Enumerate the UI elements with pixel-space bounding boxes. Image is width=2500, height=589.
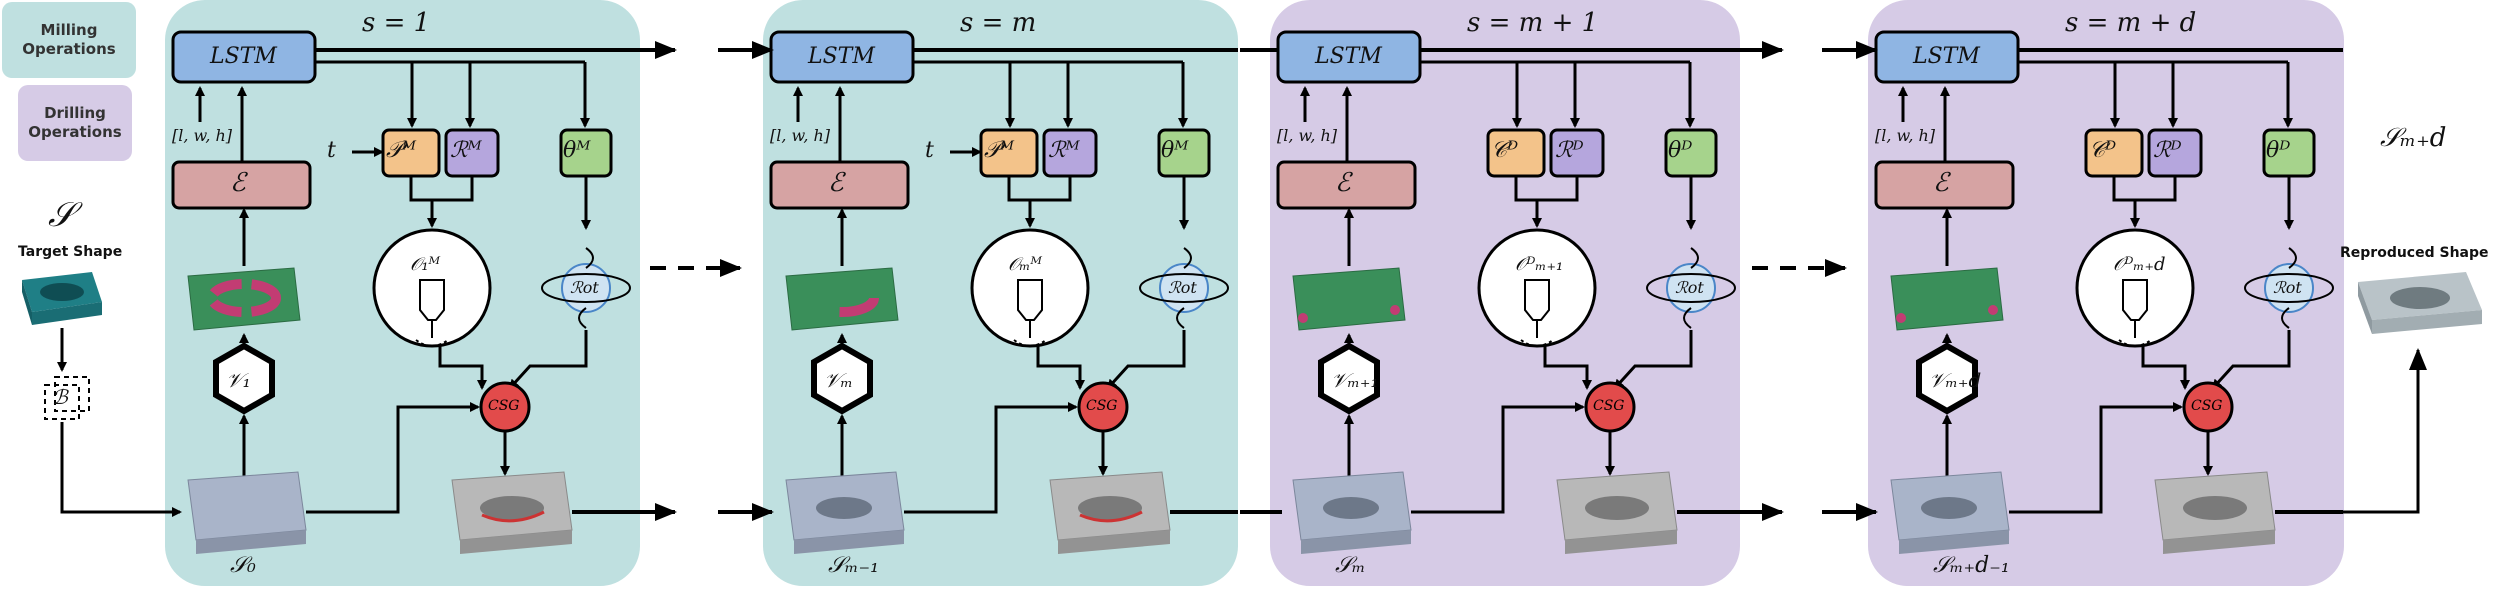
stage-1-pos-label: 𝒫ᴹ (386, 138, 417, 163)
legend-drilling: Drilling Operations (18, 85, 132, 161)
stage-3-csg-label: CSG (1593, 398, 1625, 414)
stage-2-enc-label: ℰ (828, 168, 844, 198)
voxel-hexagon (1318, 342, 1380, 415)
stage-4-shape_in-label: 𝒮ₘ₊d₋₁ (1933, 553, 2010, 578)
voxel-hexagon (213, 342, 275, 415)
lstm-box (1276, 30, 1422, 84)
stage-1-rot-label: ℛot (570, 278, 599, 297)
reproduced-shape-icon (2358, 272, 2482, 334)
output-symbol: 𝒮ₘ₊d (2380, 123, 2447, 153)
stage-2-pos-label: 𝒫ᴹ (984, 138, 1015, 163)
stage-2 (769, 30, 1238, 554)
stage-4-enc-label: ℰ (1933, 168, 1949, 198)
stage-4-pos-label: 𝒞ᴰ (2089, 138, 2117, 163)
stage-3-v-label: 𝒱ₘ₊₁ (1331, 368, 1379, 392)
stage-1-lstm-label: LSTM (210, 44, 277, 69)
lstm-box (171, 30, 317, 84)
stage-2-tool-label: 𝒪ₘᴹ (1008, 254, 1042, 275)
rotation-icon (1646, 273, 1736, 303)
stage-3-enc-label: ℰ (1335, 168, 1351, 198)
stage-2-t-label: t (925, 138, 934, 163)
stage-1-v-label: 𝒱₁ (226, 368, 251, 392)
voxel-plate (187, 267, 301, 331)
stage-3-dims-label: [l, w, h] (1277, 126, 1338, 145)
voxel-plate (785, 267, 899, 331)
input-symbol: 𝒮 (48, 195, 75, 235)
stage-3-rot-label: ℛot (1675, 278, 1704, 297)
rotation-icon (2244, 273, 2334, 303)
stage-1-enc-label: ℰ (230, 168, 246, 198)
voxel-hexagon (1916, 342, 1978, 415)
stage-3-title-label: s = m + 1 (1467, 8, 1599, 38)
stage-1-theta-label: θᴹ (563, 138, 591, 163)
stage-2-rad-label: ℛᴹ (1048, 138, 1080, 163)
stage-2-rot-label: ℛot (1168, 278, 1197, 297)
stage-2-theta-label: θᴹ (1161, 138, 1189, 163)
voxel-plate (1890, 267, 2004, 331)
stage-2-csg-label: CSG (1086, 398, 1118, 414)
stage-4-title-label: s = m + d (2065, 8, 2197, 38)
stage-1-csg-label: CSG (488, 398, 520, 414)
stage-4-tool-label: 𝒪ᴰₘ₊d (2113, 254, 2166, 275)
stage-4-dims-label: [l, w, h] (1875, 126, 1936, 145)
stage-4-rot-label: ℛot (2273, 278, 2302, 297)
stage-2-v-label: 𝒱ₘ (824, 368, 853, 392)
stage-3-lstm-label: LSTM (1315, 44, 1382, 69)
stage-1-shape_in-label: 𝒮₀ (230, 553, 256, 578)
legend-milling: Milling Operations (2, 2, 136, 78)
stage-3 (1276, 30, 1745, 554)
stage-1-dims-label: [l, w, h] (172, 126, 233, 145)
target-shape-icon (22, 272, 102, 325)
stage-3-pos-label: 𝒞ᴰ (1491, 138, 1519, 163)
voxel-hexagon (811, 342, 873, 415)
stage-2-dims-label: [l, w, h] (770, 126, 831, 145)
stage-1 (171, 30, 640, 554)
bounding-box-icon (44, 376, 90, 420)
stage-3-theta-label: θᴰ (1668, 138, 1693, 163)
stage-4-rad-label: ℛᴰ (2153, 138, 2182, 163)
stage-4-theta-label: θᴰ (2266, 138, 2291, 163)
stage-1-t-label: t (327, 138, 336, 163)
output-label: Reproduced Shape (2340, 245, 2489, 261)
stage-1-rad-label: ℛᴹ (450, 138, 482, 163)
input-shape (187, 471, 307, 541)
stage-4-v-label: 𝒱ₘ₊d (1929, 368, 1982, 392)
rotation-icon (541, 273, 631, 303)
stage-2-title-label: s = m (960, 8, 1037, 38)
stage-3-rad-label: ℛᴰ (1555, 138, 1584, 163)
stage-3-tool-label: 𝒪ᴰₘ₊₁ (1515, 254, 1564, 275)
bbox-symbol: ℬ (52, 385, 68, 409)
stage-3-shape_in-label: 𝒮ₘ (1335, 553, 1366, 578)
input-label: Target Shape (18, 244, 123, 260)
stage-4-csg-label: CSG (2191, 398, 2223, 414)
rotation-icon (1139, 273, 1229, 303)
stage-2-lstm-label: LSTM (808, 44, 875, 69)
voxel-plate (1292, 267, 1406, 331)
stage-4-lstm-label: LSTM (1913, 44, 1980, 69)
stage-1-title-label: s = 1 (362, 8, 431, 38)
stage-1-tool-label: 𝒪₁ᴹ (410, 254, 441, 275)
stage-2-shape_in-label: 𝒮ₘ₋₁ (828, 553, 879, 578)
